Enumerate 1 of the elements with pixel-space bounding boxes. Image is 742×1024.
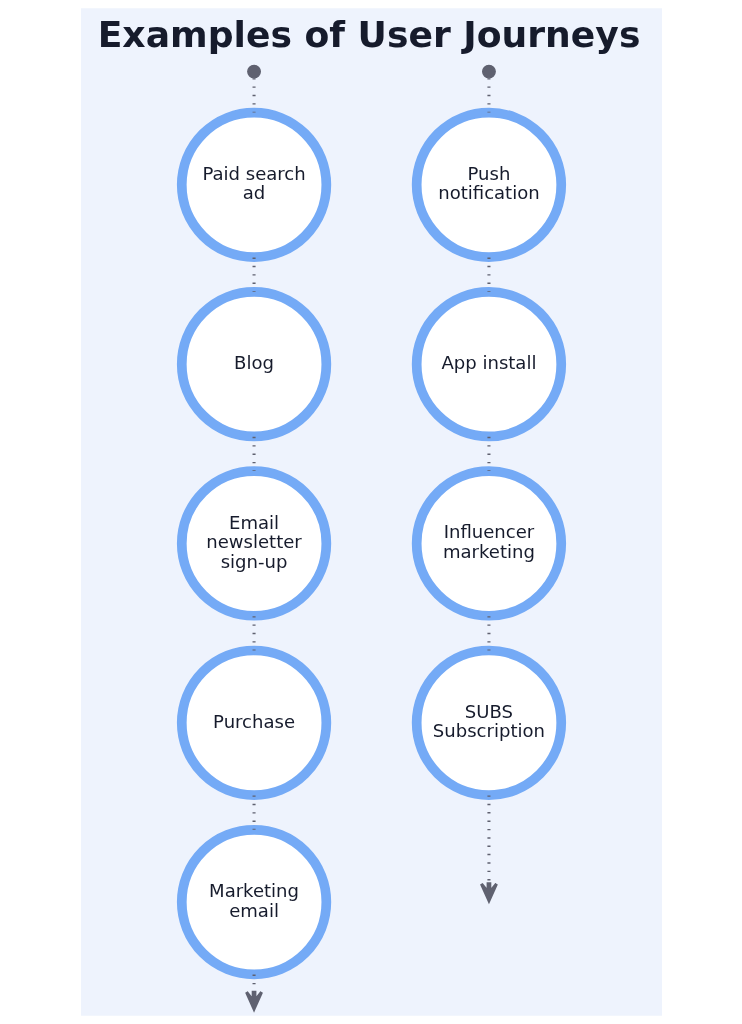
diagram-title: Examples of User Journeys <box>97 12 640 56</box>
